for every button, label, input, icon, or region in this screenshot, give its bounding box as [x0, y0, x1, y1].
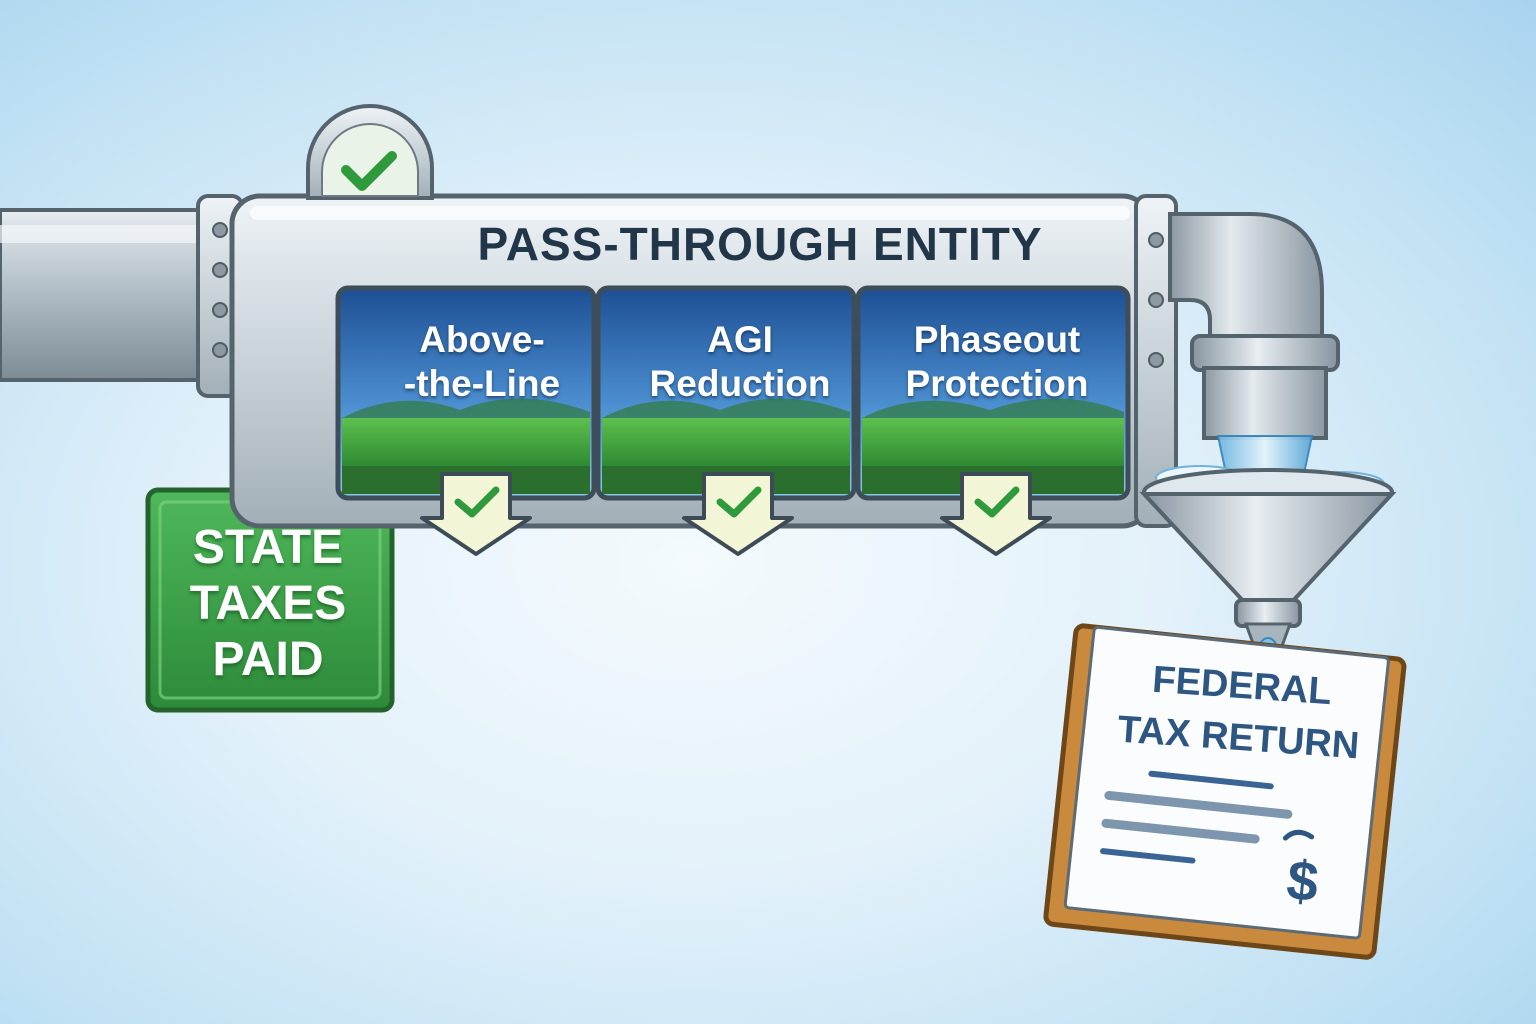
- dollar-icon: [1282, 829, 1315, 841]
- federal-tax-return-document: $: [1043, 623, 1407, 960]
- panel-window-1: [335, 285, 597, 501]
- state-taxes-label: STATE TAXES PAID: [189, 521, 347, 686]
- outlet-elbow-pipe: [1168, 212, 1340, 440]
- funnel-icon: [1139, 468, 1397, 663]
- right-flange: [1134, 194, 1178, 528]
- down-arrow-check-icon: [682, 472, 794, 556]
- dollar-symbol: $: [1284, 848, 1322, 914]
- diagram-title: PASS-THROUGH ENTITY: [477, 218, 1043, 270]
- federal-tax-return-label: FEDERAL TAX RETURN: [1116, 658, 1361, 768]
- panel-label-above-the-line: Above- -the-Line: [403, 319, 561, 404]
- status-gauge: [306, 104, 434, 200]
- panel-window-3: [855, 285, 1131, 501]
- check-icon: [341, 151, 397, 191]
- down-arrow-check-icon: [420, 472, 532, 556]
- panel-window-2: [595, 285, 857, 501]
- panel-label-phaseout-protection: Phaseout Protection: [905, 319, 1089, 404]
- panel-label-agi-reduction: AGI Reduction: [649, 319, 831, 404]
- down-arrow-check-icon: [940, 472, 1052, 556]
